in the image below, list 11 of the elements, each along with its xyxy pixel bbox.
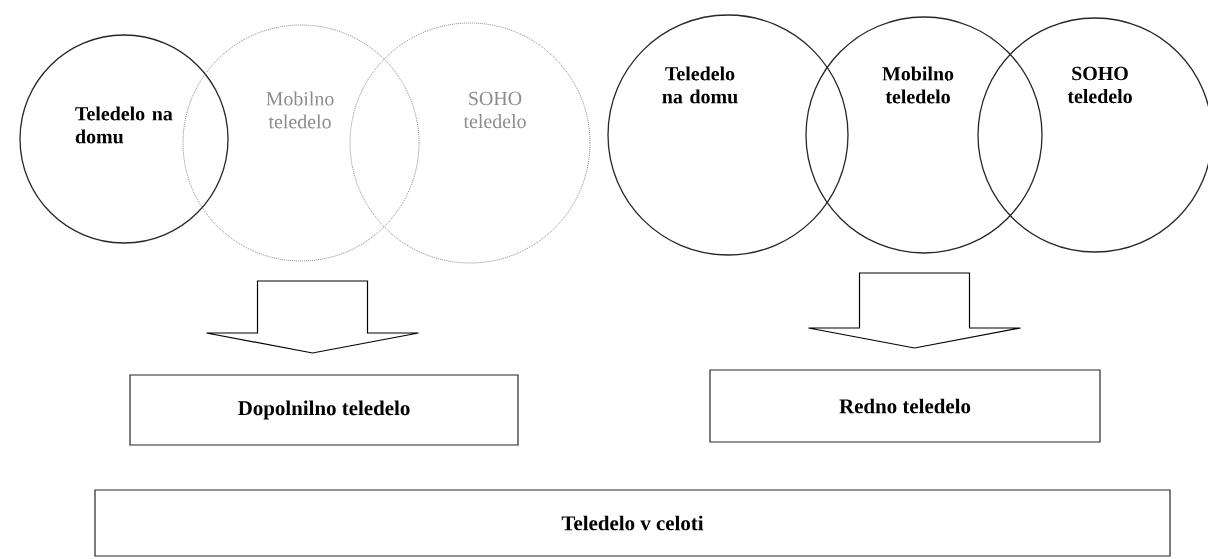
category-box: Redno teledelo	[709, 369, 1101, 443]
circle-label: Mobilno teledelo	[266, 91, 334, 129]
circle-label: Teledelo na domu	[662, 66, 738, 104]
category-box: Teledelo v celoti	[94, 489, 1171, 557]
circle-label: SOHO teledelo	[463, 91, 526, 129]
circle-label: SOHO teledelo	[1067, 66, 1132, 104]
block-arrow	[807, 272, 1022, 349]
circle-label: Mobilno teledelo	[882, 66, 954, 104]
block-arrow	[205, 280, 420, 354]
circle-label: Teledelo na domu	[75, 106, 173, 144]
category-box: Dopolnilno teledelo	[129, 374, 519, 446]
